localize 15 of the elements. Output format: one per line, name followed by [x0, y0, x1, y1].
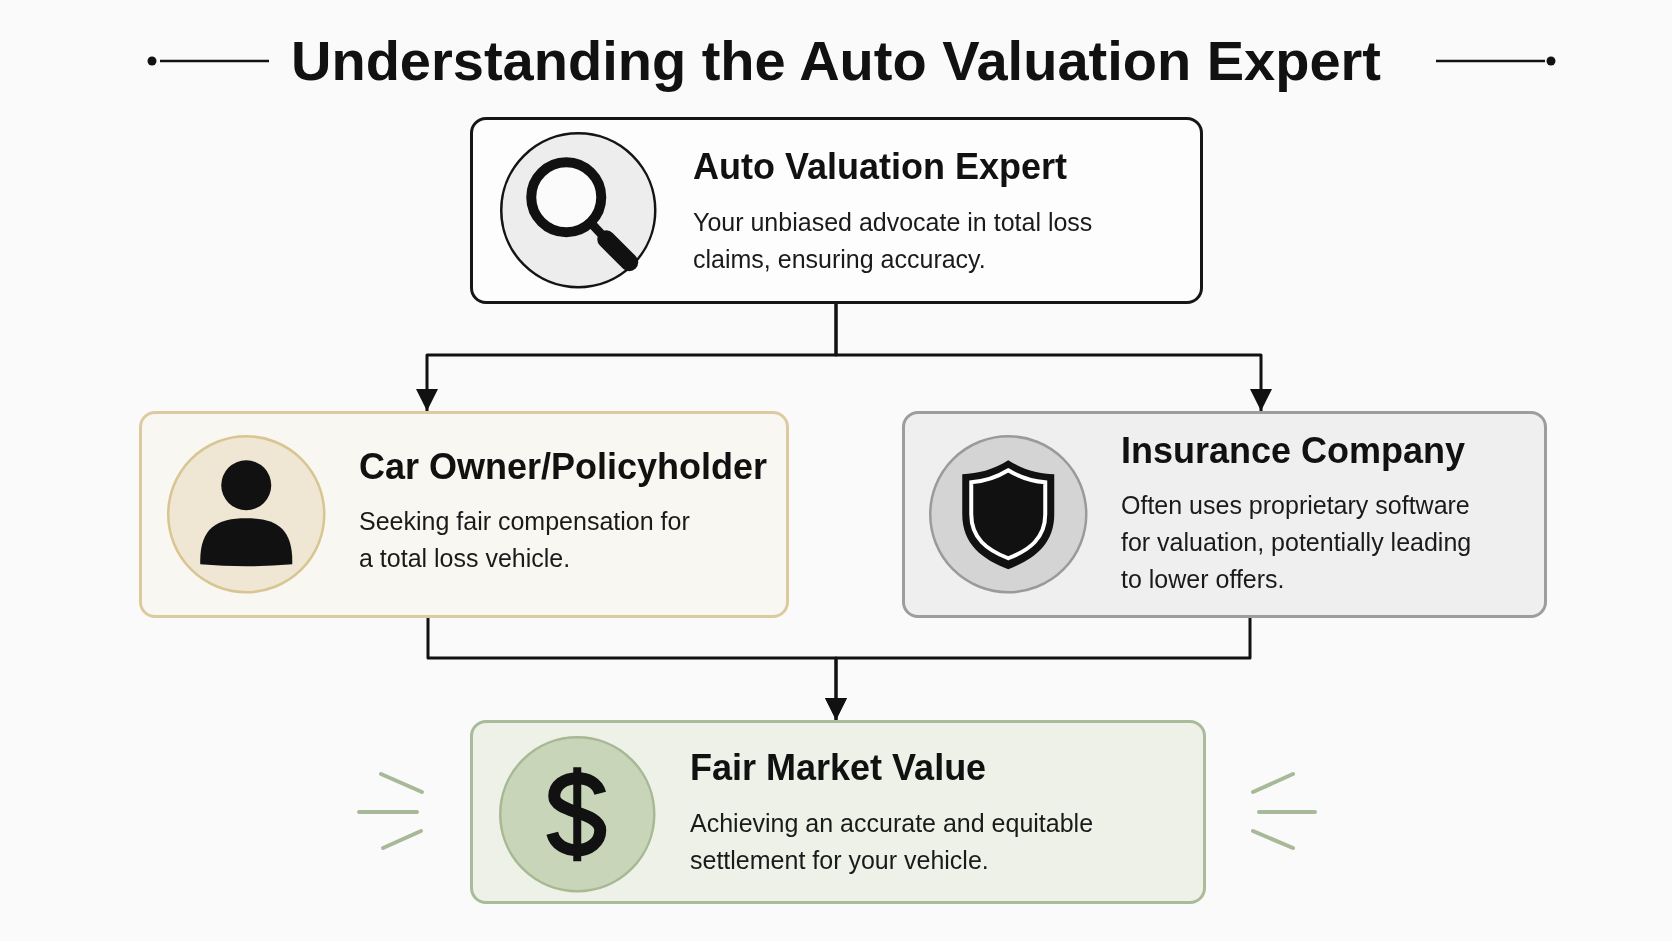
info-card: [470, 720, 1206, 904]
diagram-title: Understanding the Auto Valuation Expert: [291, 30, 1381, 92]
card-description: Your unbiased advocate in total loss claims, ensuring accuracy.: [693, 206, 1094, 275]
card-description: Achieving an accurate and equitable settlement for your vehicle.: [690, 807, 1095, 876]
card-title: Fair Market Value: [690, 747, 987, 789]
info-card: [902, 411, 1547, 618]
info-card: [139, 411, 789, 618]
card-title: Car Owner/Policyholder: [359, 446, 768, 488]
card-title: Insurance Company: [1121, 430, 1466, 472]
card-description: Seeking fair compensation for a total loss vehicle.: [359, 505, 691, 574]
info-card: [470, 117, 1203, 304]
connector-arrow: [834, 304, 1272, 411]
connector-arrow: [825, 618, 1252, 720]
card-description: Often uses proprietary software for valuation, potentially leading to lower offers.: [1121, 489, 1473, 595]
card-title: Auto Valuation Expert: [693, 146, 1068, 188]
